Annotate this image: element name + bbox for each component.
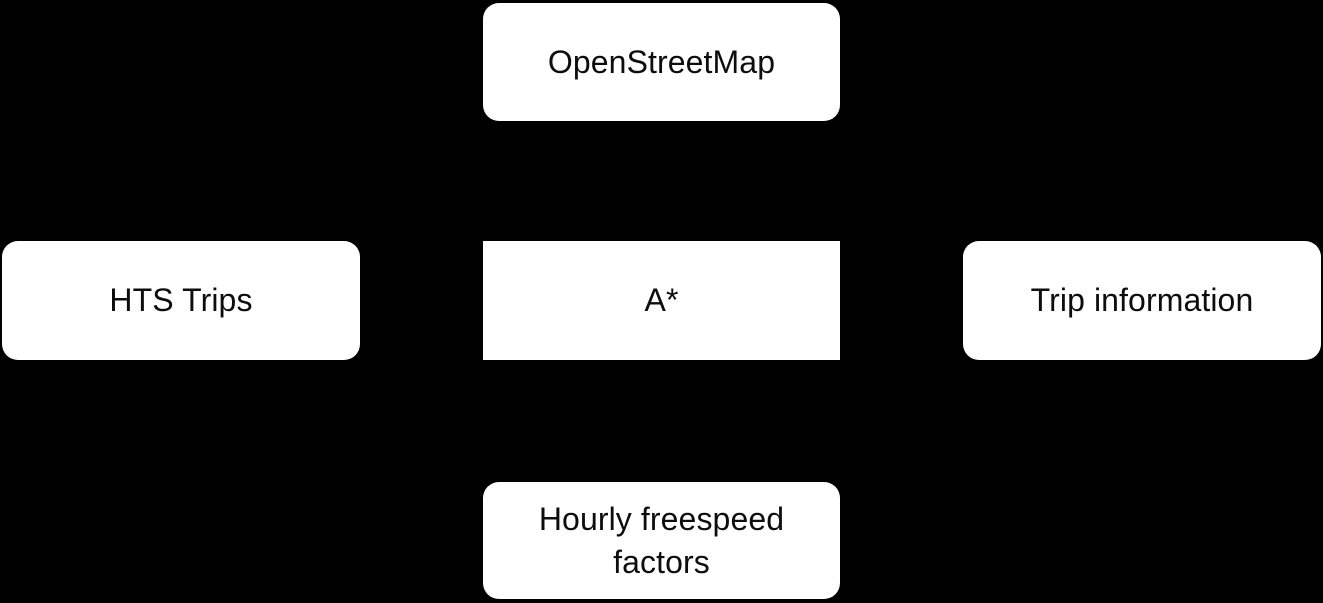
diagram-node-hourly-freespeed-factors[interactable]: Hourly freespeed factors	[483, 482, 840, 599]
diagram-node-hts-trips-label: HTS Trips	[109, 282, 253, 319]
diagram-node-openstreetmap[interactable]: OpenStreetMap	[483, 3, 840, 121]
diagram-node-astar-label: A*	[644, 282, 679, 319]
diagram-node-hts-trips[interactable]: HTS Trips	[2, 241, 360, 360]
diagram-node-trip-information[interactable]: Trip information	[963, 241, 1321, 360]
diagram-node-trip-information-label: Trip information	[1030, 282, 1254, 319]
diagram-node-openstreetmap-label: OpenStreetMap	[547, 43, 776, 80]
diagram-node-hourly-freespeed-factors-label: Hourly freespeed factors	[538, 501, 785, 580]
diagram-node-astar[interactable]: A*	[483, 241, 840, 360]
